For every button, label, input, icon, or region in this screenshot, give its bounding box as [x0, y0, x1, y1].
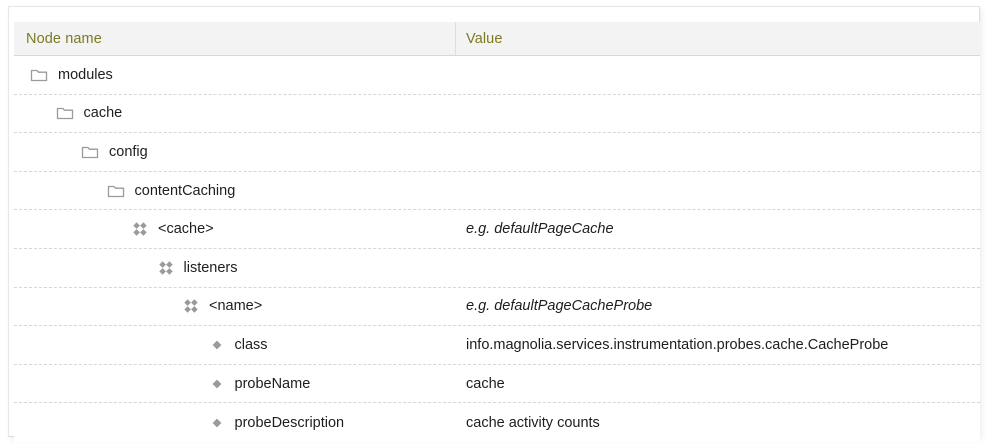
node-name-label: listeners — [183, 259, 238, 276]
node-name-label: <name> — [209, 298, 263, 315]
property-icon — [209, 415, 225, 431]
table-row[interactable]: probeDescription cache activity counts — [14, 403, 980, 442]
cell-node-name: listeners — [14, 260, 456, 276]
table-row[interactable]: <cache> e.g. defaultPageCache — [14, 210, 980, 249]
node-name-label: probeDescription — [234, 414, 345, 431]
cell-value: cache activity counts — [466, 414, 600, 431]
property-icon — [209, 337, 225, 353]
node-name-label: cache — [83, 105, 123, 122]
node-name-label: class — [234, 336, 268, 353]
node-name-label: probeName — [234, 375, 311, 392]
table-row[interactable]: config — [14, 133, 980, 172]
column-header-node-name[interactable]: Node name — [14, 22, 456, 55]
folder-icon — [56, 105, 74, 121]
table-body: modules cache config contentCaching <cache> e… — [14, 56, 980, 442]
cell-node-name: <cache> — [14, 221, 456, 237]
node-name-label: <cache> — [158, 221, 214, 238]
cell-value: cache — [466, 375, 505, 392]
cell-value: info.magnolia.services.instrumentation.p… — [466, 336, 889, 353]
cell-value: e.g. defaultPageCacheProbe — [466, 298, 653, 315]
cell-node-name: probeDescription — [14, 415, 456, 431]
cell-node-name: modules — [14, 67, 456, 83]
table-row[interactable]: <name> e.g. defaultPageCacheProbe — [14, 287, 980, 327]
cell-node-name: contentCaching — [14, 183, 456, 199]
table-row[interactable]: listeners — [14, 248, 980, 288]
table-row[interactable]: cache — [14, 94, 980, 134]
table-row[interactable]: class info.magnolia.services.instrumentat… — [14, 326, 980, 365]
cell-node-name: probeName — [14, 376, 456, 392]
folder-icon — [30, 67, 48, 83]
folder-icon — [81, 144, 99, 160]
cell-value: e.g. defaultPageCache — [466, 221, 614, 238]
content-node-icon — [132, 221, 148, 237]
page-panel: Node name Value modules cache config conten… — [8, 6, 980, 442]
content-node-icon — [183, 298, 199, 314]
content-node-icon — [158, 260, 174, 276]
node-name-label: modules — [58, 66, 113, 83]
cell-node-name: class — [14, 337, 456, 353]
column-header-value[interactable]: Value — [466, 30, 503, 47]
table-header-row: Node name Value — [14, 22, 980, 56]
cell-node-name: cache — [14, 105, 456, 121]
node-name-label: contentCaching — [134, 182, 236, 199]
table-row[interactable]: modules — [14, 56, 980, 95]
table-row[interactable]: contentCaching — [14, 171, 980, 211]
table-row[interactable]: probeName cache — [14, 364, 980, 404]
node-name-label: config — [109, 143, 148, 160]
property-icon — [209, 376, 225, 392]
cell-node-name: <name> — [14, 298, 456, 314]
folder-icon — [107, 183, 125, 199]
node-tree-table: Node name Value modules cache config conten… — [14, 22, 980, 442]
cell-node-name: config — [14, 144, 456, 160]
